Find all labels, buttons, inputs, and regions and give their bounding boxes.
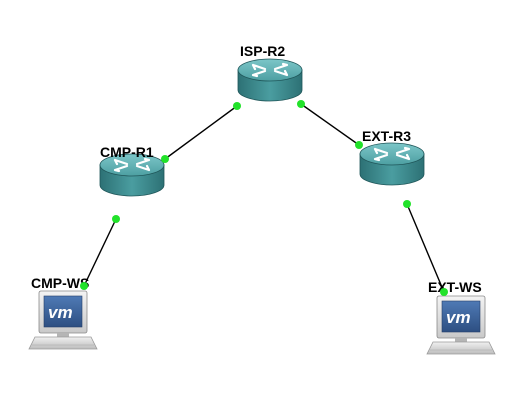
label-ext-ws: EXT-WS: [428, 279, 482, 295]
port-status-dot: [355, 141, 363, 149]
link-cmp-r1-cmp-ws[interactable]: [83, 218, 117, 287]
port-status-dot: [112, 215, 120, 223]
router-isp-r2[interactable]: [237, 58, 303, 102]
vm-workstation-ext-ws[interactable]: vm: [426, 295, 496, 355]
label-isp-r2: ISP-R2: [240, 43, 285, 59]
label-cmp-r1: CMP-R1: [100, 144, 154, 160]
vm-workstation-icon: vm: [426, 295, 496, 355]
port-status-dot: [403, 200, 411, 208]
port-status-dot: [233, 102, 241, 110]
link-ext-r3-ext-ws[interactable]: [406, 203, 445, 293]
vm-workstation-icon: vm: [28, 290, 98, 350]
router-icon: [237, 58, 303, 102]
links-layer: [83, 103, 445, 293]
port-status-dot: [297, 100, 305, 108]
port-status-dot: [440, 288, 448, 296]
router-cmp-r1[interactable]: [99, 153, 165, 197]
link-cmp-r1-isp-r2[interactable]: [164, 105, 238, 160]
vm-screen-text: vm: [446, 308, 471, 327]
vm-workstation-cmp-ws[interactable]: vm: [28, 290, 98, 350]
port-status-dot: [80, 282, 88, 290]
vm-screen-text: vm: [48, 303, 73, 322]
router-icon: [359, 142, 425, 186]
port-status-dot: [161, 155, 169, 163]
label-cmp-ws: CMP-WS: [31, 275, 89, 291]
link-isp-r2-ext-r3[interactable]: [300, 103, 360, 146]
port-indicators: [80, 100, 448, 296]
router-ext-r3[interactable]: [359, 142, 425, 186]
router-icon: [99, 153, 165, 197]
label-ext-r3: EXT-R3: [362, 128, 411, 144]
